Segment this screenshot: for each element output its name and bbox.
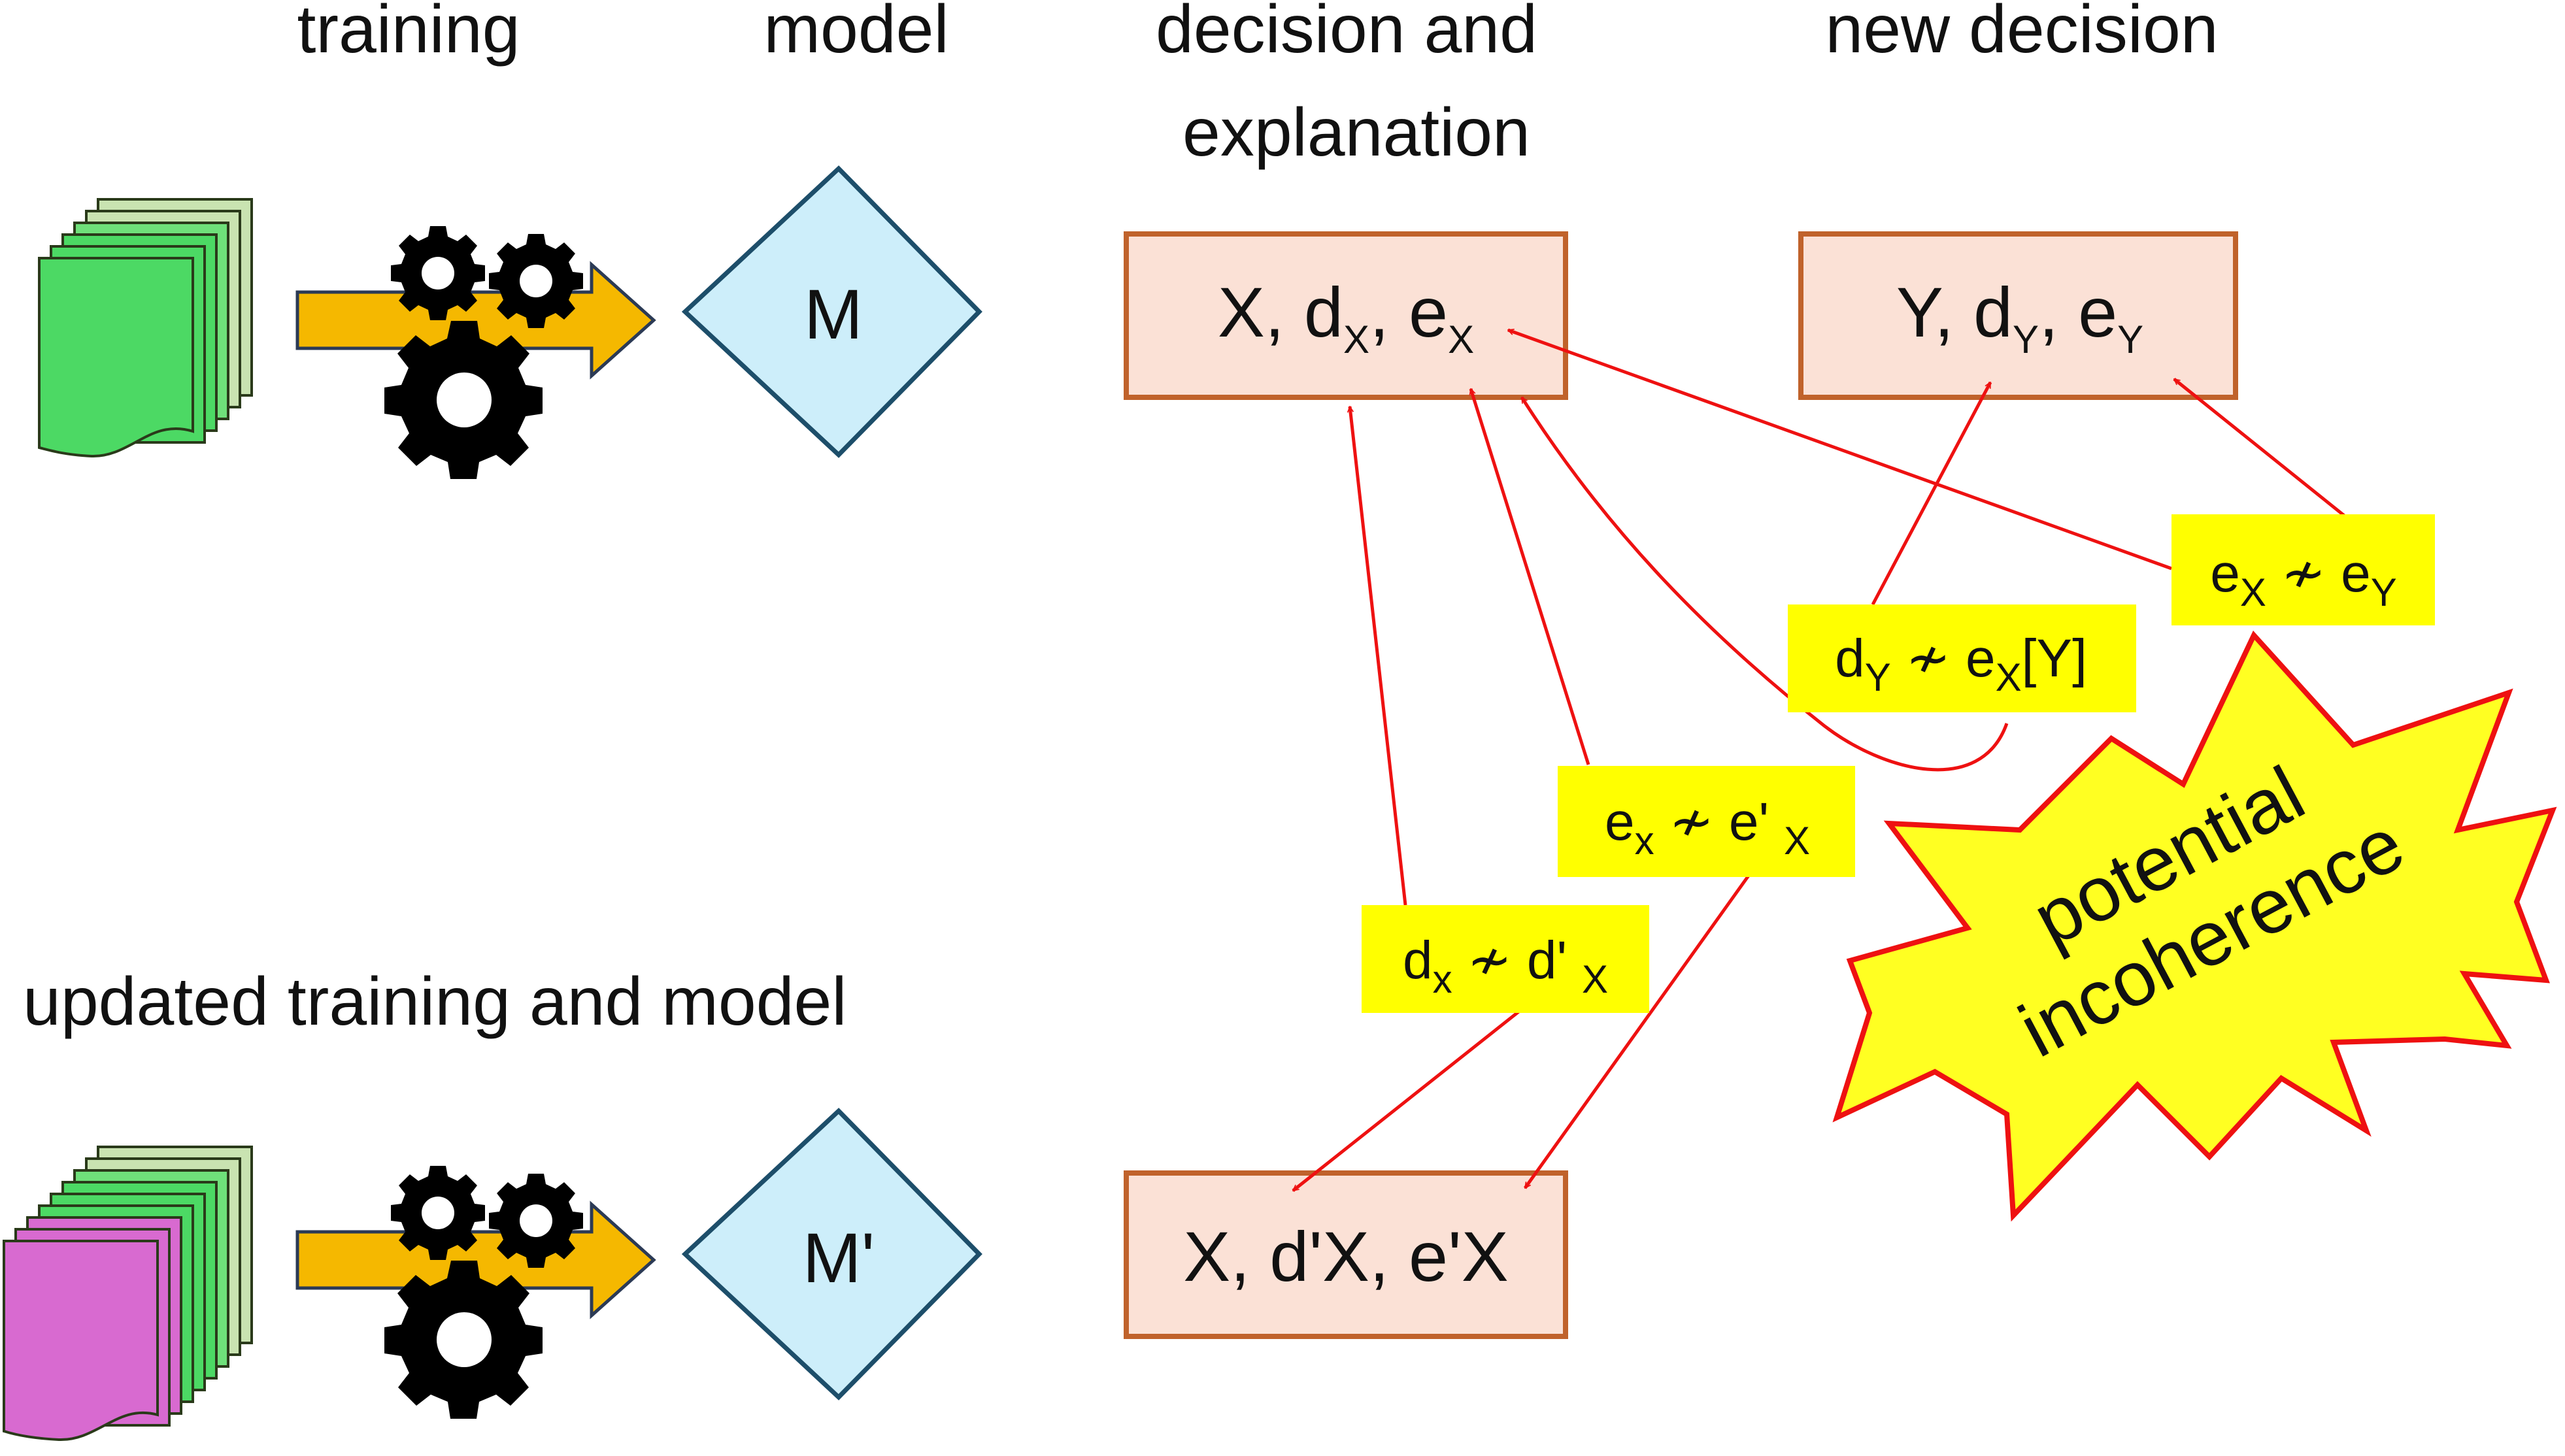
arrow-ex-ey-to-ex [1508,328,2172,571]
updated-document-stack-icon [3,1146,253,1442]
header-decision-line2: explanation [1182,95,1530,171]
updated-model-diamond-icon [681,1108,982,1400]
decision-box-y-text: Y, dY, eY [1896,273,2143,361]
incoherence-starburst [1832,630,2557,1222]
decision-box-x [1124,231,1568,400]
arrow-dy-to-dy [1871,382,1992,606]
model-label-m-prime: M' [803,1218,875,1297]
decision-box-x-updated-text: X, d'X, e'X [1183,1217,1509,1296]
label-ex-ey-box [2171,514,2435,625]
gears-icon [384,226,583,479]
updated-gears-icon [384,1166,583,1419]
label-dx-dpx-box [1362,905,1649,1013]
header-decision-line1: decision and [1156,0,1537,67]
arrow-ex-epx-to-epx [1523,852,1767,1188]
decision-box-x-text: X, dX, eX [1218,273,1474,361]
arrow-dx-to-dx [1350,406,1407,906]
decision-box-x-updated [1124,1170,1568,1339]
header-training: training [297,0,520,67]
decision-box-y [1798,231,2238,400]
arrow-dx-to-dpx [1292,994,1541,1192]
header-model: model [763,0,948,67]
label-dy-exy: dY ≁ eX[Y] [1835,629,2087,699]
label-ex-epx-box [1558,766,1855,877]
label-ex-epx: ex ≁ e' X [1605,792,1810,863]
arrow-ex-ey-to-ey [2173,378,2355,524]
header-new-decision: new decision [1825,0,2218,67]
header-updated-training: updated training and model [23,964,847,1040]
label-dy-exy-box [1788,604,2136,712]
model-diamond-icon [681,165,982,458]
label-dx-dpx: dx ≁ d' X [1403,931,1608,1001]
model-label-m: M [804,274,863,354]
arrow-ex-epx-to-ex [1469,389,1590,765]
arrow-dy-curve-to-ex [1520,397,2009,772]
document-stack-icon [38,198,253,458]
label-ex-ey: eX ≁ eY [2210,544,2397,614]
